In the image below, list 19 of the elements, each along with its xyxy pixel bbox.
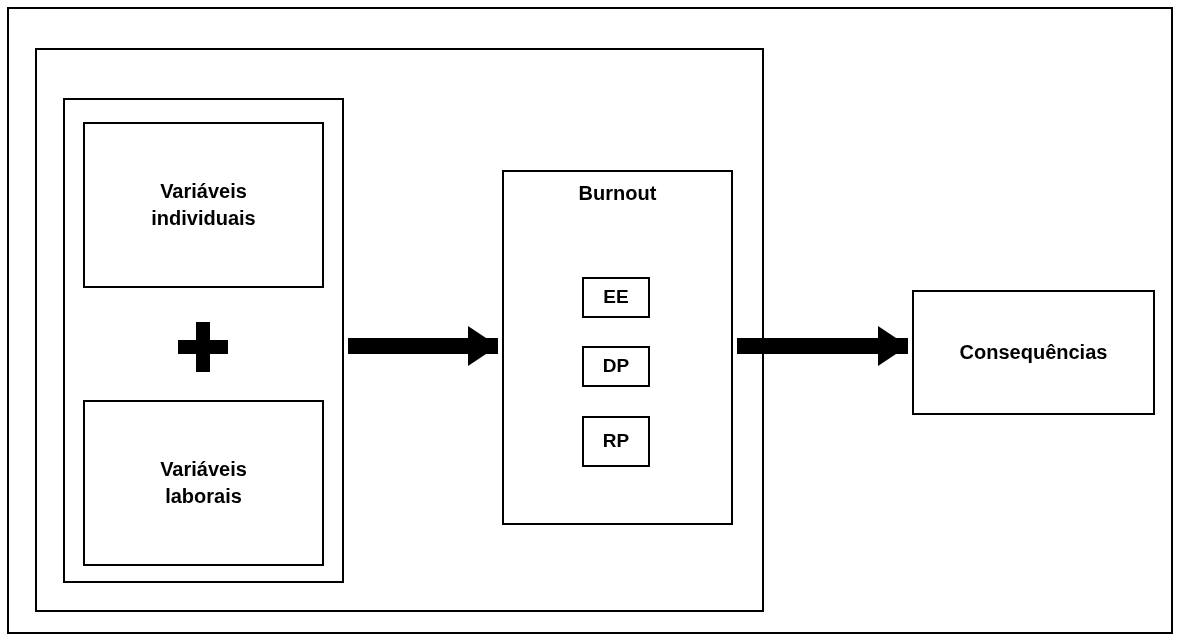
box-label: Variáveis individuais [150, 178, 257, 231]
box-title: Burnout [578, 181, 657, 206]
box-label: RP [602, 429, 630, 454]
frame-box [63, 98, 344, 583]
frame-box [35, 48, 764, 612]
box-label: Consequências [958, 339, 1109, 365]
arrow [737, 326, 908, 366]
group-box [502, 170, 733, 525]
arrow [348, 326, 498, 366]
process-box [582, 416, 650, 467]
process-box [912, 290, 1155, 415]
frame-box [7, 7, 1173, 634]
process-box [83, 122, 324, 288]
process-box [582, 277, 650, 318]
box-label: DP [602, 354, 630, 379]
box-label: EE [603, 285, 629, 310]
box-label: Variáveis laborais [159, 456, 248, 509]
process-box [582, 346, 650, 387]
process-box [83, 400, 324, 566]
